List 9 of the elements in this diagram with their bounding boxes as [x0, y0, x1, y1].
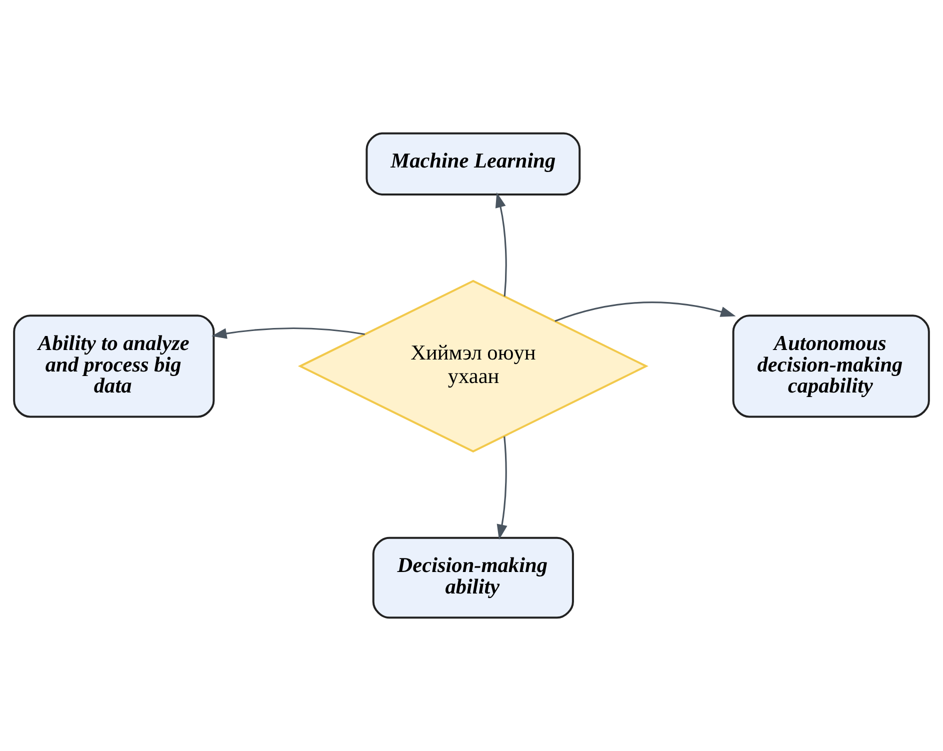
node-box: Decision-making ability: [372, 536, 574, 619]
arrow: [495, 192, 507, 296]
node-box: Autonomous decision-making capability: [732, 314, 930, 418]
node-box: Machine Learning: [366, 132, 581, 196]
arrow: [554, 302, 736, 322]
arrow: [212, 327, 365, 339]
node-diamond: Хиймэл оюун ухаан: [298, 280, 648, 452]
node-box: Ability to analyze and process big data: [13, 314, 215, 418]
arrow: [496, 436, 508, 540]
